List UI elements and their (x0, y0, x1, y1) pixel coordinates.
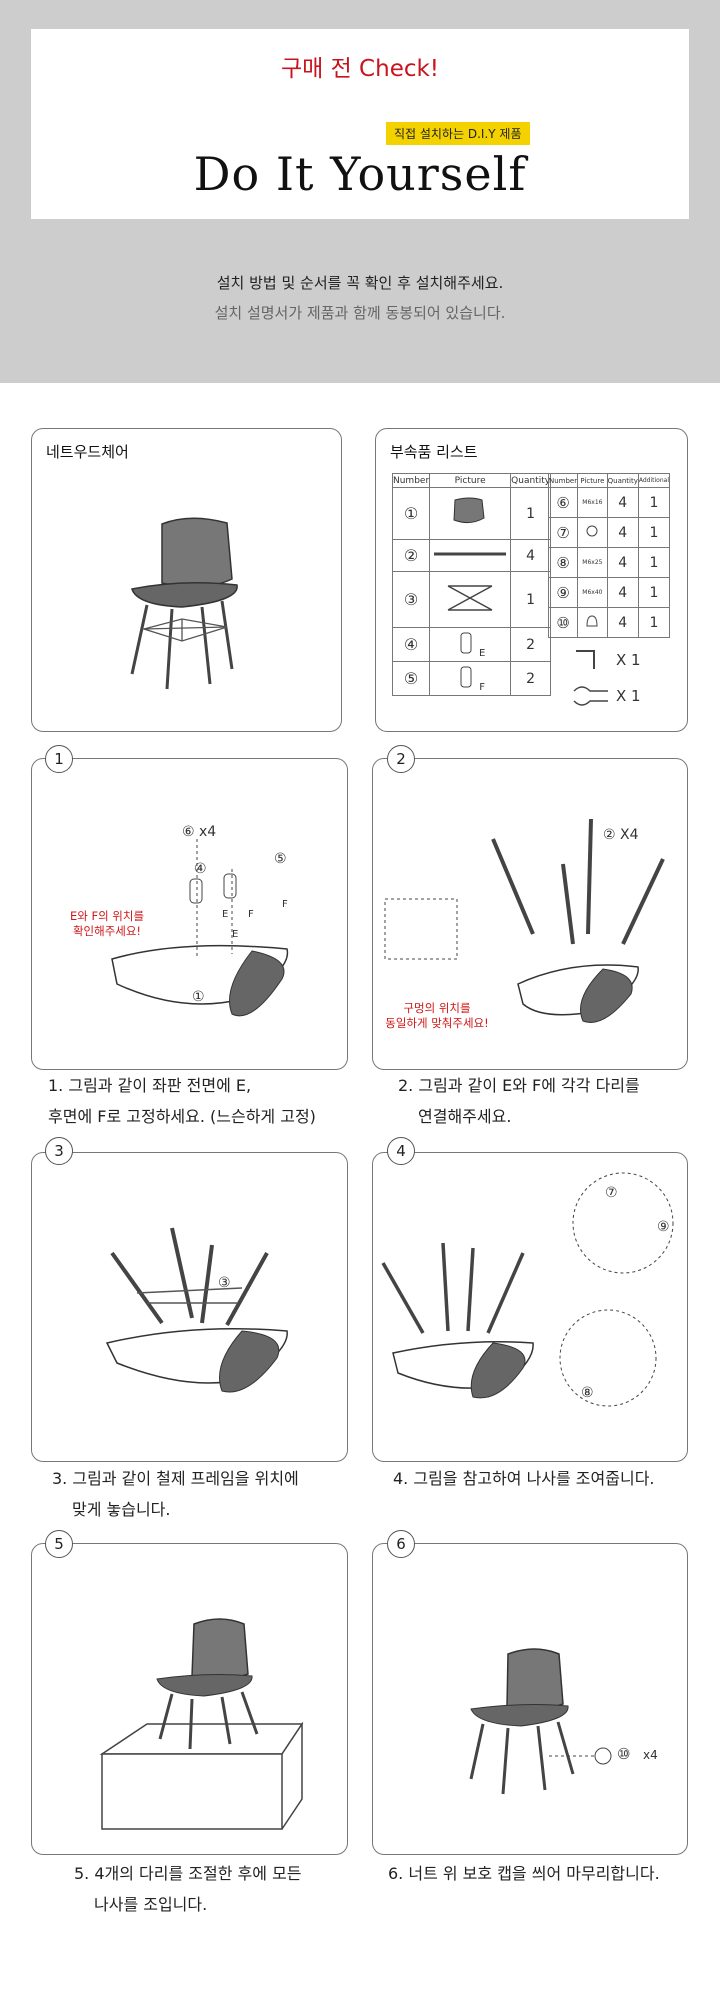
step-3-panel: ③ (31, 1152, 348, 1462)
part-label: ⑧ (581, 1385, 594, 1401)
step-2-panel: ② X4 구멍의 위치를 동일하게 맞춰주세요! (372, 758, 688, 1070)
bolt-icon: M6x40 (577, 577, 608, 608)
part-number: ② (391, 539, 431, 572)
part-number: ③ (391, 571, 431, 628)
part-extra: 1 (637, 607, 671, 638)
steel-frame-icon (429, 571, 512, 628)
part-number: ⑧ (547, 547, 579, 578)
part-label: E (222, 909, 229, 920)
bracket-tag: E (478, 648, 486, 659)
part-label: F (248, 909, 254, 920)
part-qty: 4 (606, 547, 639, 578)
page-title: Do It Yourself (193, 147, 527, 201)
part-label: ⑥ x4 (182, 824, 217, 840)
part-label: ⑨ (657, 1219, 670, 1235)
part-label: ① (192, 989, 205, 1005)
wrench-icon (573, 686, 608, 706)
part-extra: 1 (637, 577, 671, 608)
step-2-caption: 2. 그림과 같이 E와 F에 각각 다리를 연결해주세요. (398, 1076, 640, 1126)
part-label: ② X4 (603, 827, 639, 843)
header-section: 구매 전 Check! 직접 설치하는 D.I.Y 제품 Do It Yours… (0, 0, 720, 383)
step-1-illustration (111, 839, 289, 1017)
bracket-f-icon: F (429, 661, 512, 696)
part-label: ③ (218, 1275, 231, 1291)
step-5-number: 5 (45, 1530, 73, 1558)
part-qty: 4 (606, 607, 639, 638)
step-1-caption: 1. 그림과 같이 좌판 전면에 E, 후면에 F로 고정하세요. (느슨하게 … (48, 1076, 316, 1126)
step-6-panel: ⑩ x4 (372, 1543, 688, 1855)
hex-key-qty: X 1 (616, 651, 641, 669)
step-2-note: 구멍의 위치를 동일하게 맞춰주세요! (385, 1001, 489, 1030)
step-1-panel: ⑥ x4 ④ ⑤ ① E F F E E와 F의 위치를 확인해주세요! (31, 758, 348, 1070)
precheck-title: 구매 전 Check! (280, 56, 440, 82)
bolt-size: M6x25 (582, 559, 603, 566)
wrench-qty: X 1 (616, 687, 641, 705)
step-5-caption: 5. 4개의 다리를 조절한 후에 모든 나사를 조입니다. (74, 1864, 302, 1914)
product-title: 네트우드체어 (46, 443, 129, 461)
seat-shell-icon (429, 487, 512, 540)
step-1-note: E와 F의 위치를 확인해주세요! (69, 909, 145, 938)
chair-illustration (130, 517, 238, 690)
bracket-tag: F (479, 682, 486, 693)
step-4-panel: ⑦ ⑨ ⑧ (372, 1152, 688, 1462)
part-label: ④ (194, 861, 207, 877)
intro-line-2: 설치 설명서가 제품과 함께 동봉되어 있습니다. (214, 304, 506, 322)
step-2-illustration (384, 818, 665, 1023)
header-card: 구매 전 Check! 직접 설치하는 D.I.Y 제품 Do It Yours… (31, 29, 689, 219)
part-qty: 4 (606, 577, 639, 608)
part-number: ① (391, 487, 431, 540)
step-6-number: 6 (387, 1530, 415, 1558)
part-qty: 1 (510, 487, 552, 540)
part-number: ⑩ (547, 607, 579, 638)
bolt-size: M6x40 (582, 589, 603, 596)
step-4-number: 4 (387, 1137, 415, 1165)
step-5-illustration (99, 1618, 304, 1830)
step-3-number: 3 (45, 1137, 73, 1165)
part-label: x4 (643, 1748, 658, 1762)
part-extra: 1 (637, 487, 671, 518)
part-label: ⑦ (605, 1185, 618, 1201)
step-3-illustration (105, 1227, 288, 1393)
bolt-size: M6x16 (582, 499, 603, 506)
step-3-caption: 3. 그림과 같이 철제 프레임을 위치에 맞게 놓습니다. (52, 1469, 299, 1519)
step-4-caption: 4. 그림을 참고하여 나사를 조여줍니다. (393, 1469, 655, 1488)
bolt-icon: M6x16 (577, 487, 608, 518)
step-4-illustration (381, 1172, 674, 1407)
intro-line-1: 설치 방법 및 순서를 꼭 확인 후 설치해주세요. (216, 274, 504, 292)
part-qty: 4 (510, 539, 552, 572)
part-label: ⑩ (617, 1745, 631, 1763)
cap-icon (577, 607, 608, 638)
diy-badge: 직접 설치하는 D.I.Y 제품 (386, 122, 530, 145)
part-label: E (232, 929, 239, 940)
part-qty: 2 (510, 627, 552, 662)
part-number: ④ (391, 627, 431, 662)
product-panel: 네트우드체어 (31, 428, 342, 732)
step-6-illustration (469, 1648, 612, 1795)
step-1-number: 1 (45, 745, 73, 773)
part-number: ⑤ (391, 661, 431, 696)
part-extra: 1 (637, 517, 671, 548)
part-label: F (282, 899, 288, 910)
part-qty: 2 (510, 661, 552, 696)
tools-illustration (573, 650, 608, 706)
step-2-number: 2 (387, 745, 415, 773)
step-6-caption: 6. 너트 위 보호 캡을 씌어 마무리합니다. (388, 1864, 660, 1883)
hex-key-icon (576, 650, 595, 669)
step-5-panel (31, 1543, 348, 1855)
part-label: ⑤ (274, 851, 287, 867)
parts-title: 부속품 리스트 (390, 443, 478, 461)
